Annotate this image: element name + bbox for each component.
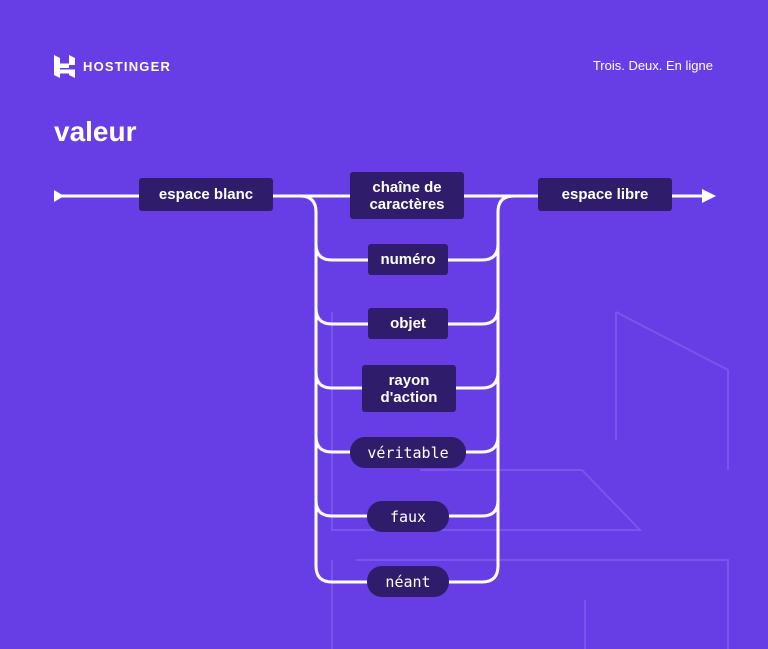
brand-logo[interactable]: HOSTINGER [54, 55, 171, 78]
tagline: Trois. Deux. En ligne [592, 58, 713, 73]
brand-name: HOSTINGER [83, 59, 172, 74]
literal-veritable: véritable [350, 437, 466, 468]
end-arrow-icon [702, 189, 716, 203]
node-objet: objet [368, 308, 448, 339]
node-chaine-de-caracteres: chaîne de caractères [350, 172, 464, 219]
diagram-title: valeur [54, 116, 137, 147]
node-numero: numéro [368, 244, 448, 275]
node-espace-libre: espace libre [538, 178, 672, 211]
literal-neant: néant [367, 566, 449, 597]
node-chaine-line-2: caractères [369, 195, 445, 213]
start-marker [54, 190, 64, 202]
hostinger-logo-icon [54, 55, 75, 78]
node-rayon-line-2: d'action [380, 388, 438, 406]
literal-faux: faux [367, 501, 449, 532]
node-rayon-d-action: rayon d'action [362, 365, 456, 412]
node-rayon-line-1: rayon [388, 371, 430, 389]
node-chaine-line-1: chaîne de [372, 178, 442, 196]
node-espace-blanc: espace blanc [139, 178, 273, 211]
